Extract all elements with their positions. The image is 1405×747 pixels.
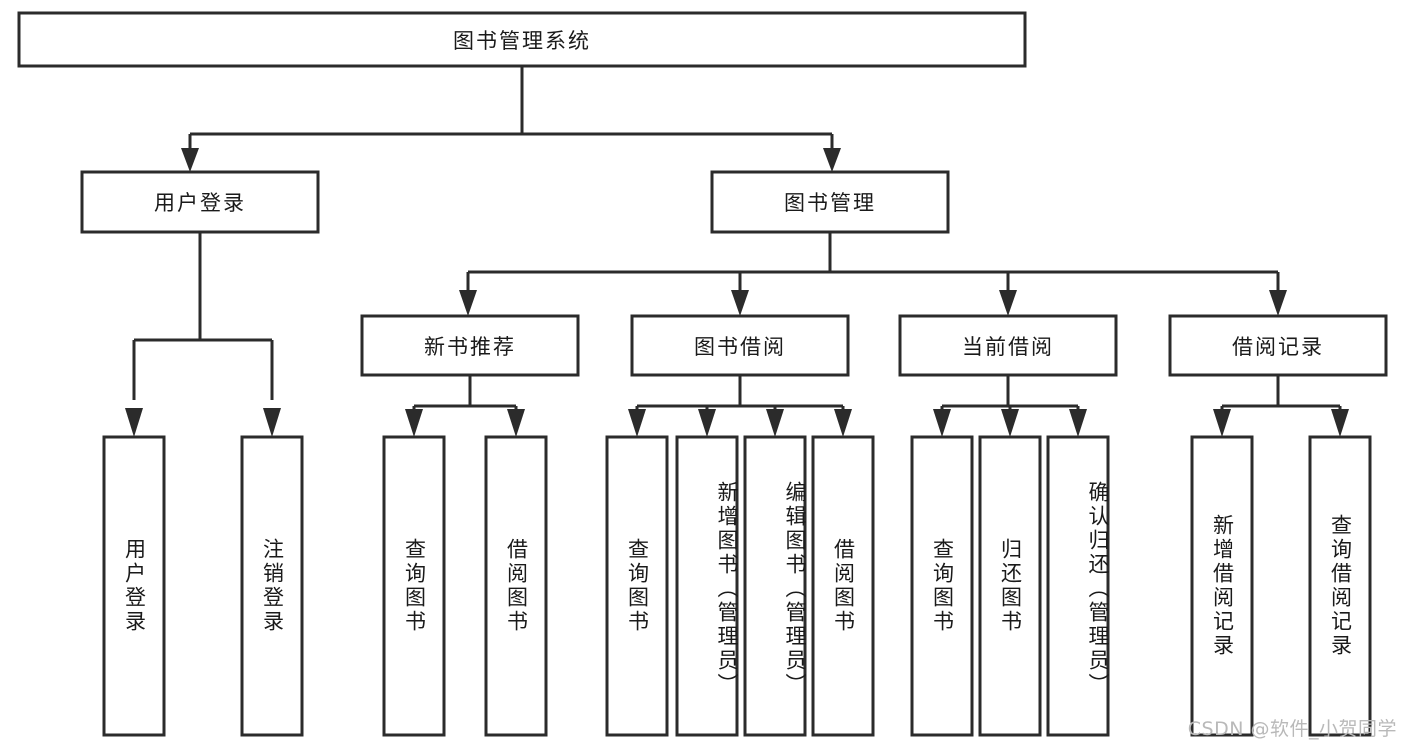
arrow-leaf-borrow-book-b bbox=[834, 409, 852, 437]
node-box-layer bbox=[17, 11, 1388, 737]
arrow-leaf-edit-book bbox=[766, 409, 784, 437]
node-box-leaf-query-book-c[interactable] bbox=[910, 435, 974, 737]
node-box-root[interactable] bbox=[17, 11, 1027, 68]
arrow-to-book-mgmt bbox=[823, 148, 841, 172]
arrow-leaf-query-record bbox=[1331, 409, 1349, 437]
node-box-book-borrow[interactable] bbox=[630, 314, 850, 377]
node-box-user-login[interactable] bbox=[80, 170, 320, 234]
node-box-leaf-add-book[interactable] bbox=[675, 435, 739, 737]
csdn-watermark: CSDN @软件_小贺同学 bbox=[1187, 718, 1397, 740]
arrow-leaf-return-book bbox=[1001, 409, 1019, 437]
arrow-to-user-login bbox=[181, 148, 199, 172]
node-box-leaf-query-book-a[interactable] bbox=[382, 435, 446, 737]
node-box-new-book-rec[interactable] bbox=[360, 314, 580, 377]
node-box-leaf-query-book-b[interactable] bbox=[605, 435, 669, 737]
connector-layer bbox=[125, 66, 1349, 437]
arrow-leaf-query-book-b bbox=[628, 409, 646, 437]
arrow-to-current-borrow bbox=[999, 290, 1017, 316]
node-box-leaf-edit-book[interactable] bbox=[743, 435, 807, 737]
node-box-leaf-logout[interactable] bbox=[240, 435, 304, 737]
arrow-leaf-user-login bbox=[125, 408, 143, 437]
arrow-leaf-logout bbox=[263, 408, 281, 437]
arrow-to-new-book-rec bbox=[459, 290, 477, 316]
node-box-current-borrow[interactable] bbox=[898, 314, 1118, 377]
node-box-borrow-record[interactable] bbox=[1168, 314, 1388, 377]
arrow-to-borrow-record bbox=[1269, 290, 1287, 316]
arrow-leaf-add-record bbox=[1213, 409, 1231, 437]
node-box-leaf-confirm-return[interactable] bbox=[1046, 435, 1110, 737]
arrow-leaf-add-book bbox=[698, 409, 716, 437]
arrow-leaf-borrow-book-a bbox=[507, 409, 525, 437]
node-box-leaf-return-book[interactable] bbox=[978, 435, 1042, 737]
node-box-leaf-borrow-book-a[interactable] bbox=[484, 435, 548, 737]
node-box-leaf-user-login[interactable] bbox=[102, 435, 166, 737]
arrow-leaf-query-book-a bbox=[405, 409, 423, 437]
node-box-leaf-add-record[interactable] bbox=[1190, 435, 1254, 737]
arrow-to-book-borrow bbox=[731, 290, 749, 316]
node-box-leaf-query-record[interactable] bbox=[1308, 435, 1372, 737]
arrow-leaf-query-book-c bbox=[933, 409, 951, 437]
node-box-book-mgmt[interactable] bbox=[710, 170, 950, 234]
arrow-leaf-confirm-return bbox=[1069, 409, 1087, 437]
node-box-leaf-borrow-book-b[interactable] bbox=[811, 435, 875, 737]
